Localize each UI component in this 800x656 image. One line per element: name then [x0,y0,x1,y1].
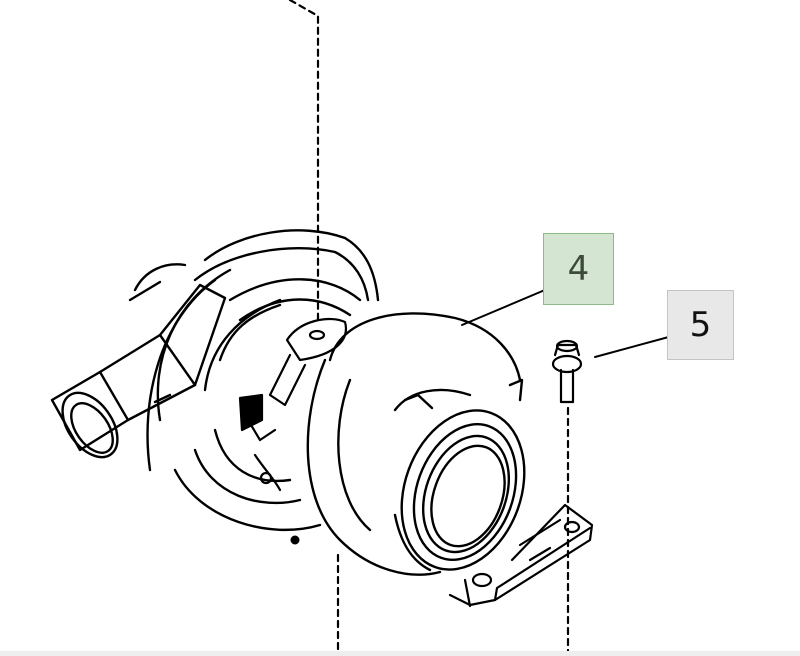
flange-bolt [551,339,583,404]
turbine-housing [146,229,380,532]
mounting-flange [448,503,594,608]
callout-part-4[interactable]: 4 [543,233,614,305]
callout-part-5[interactable]: 5 [667,290,734,360]
leader-line-5 [594,334,677,358]
assembly-centerline-top [288,0,320,322]
callout-label-4: 4 [567,249,590,289]
center-bracket [238,318,348,492]
compressor-housing [306,312,526,576]
turbine-inlet-pipe [50,263,227,459]
drain-fitting [290,535,300,545]
bottom-edge-band [0,651,800,656]
callout-label-5: 5 [689,305,712,345]
leader-line-4 [461,286,553,326]
